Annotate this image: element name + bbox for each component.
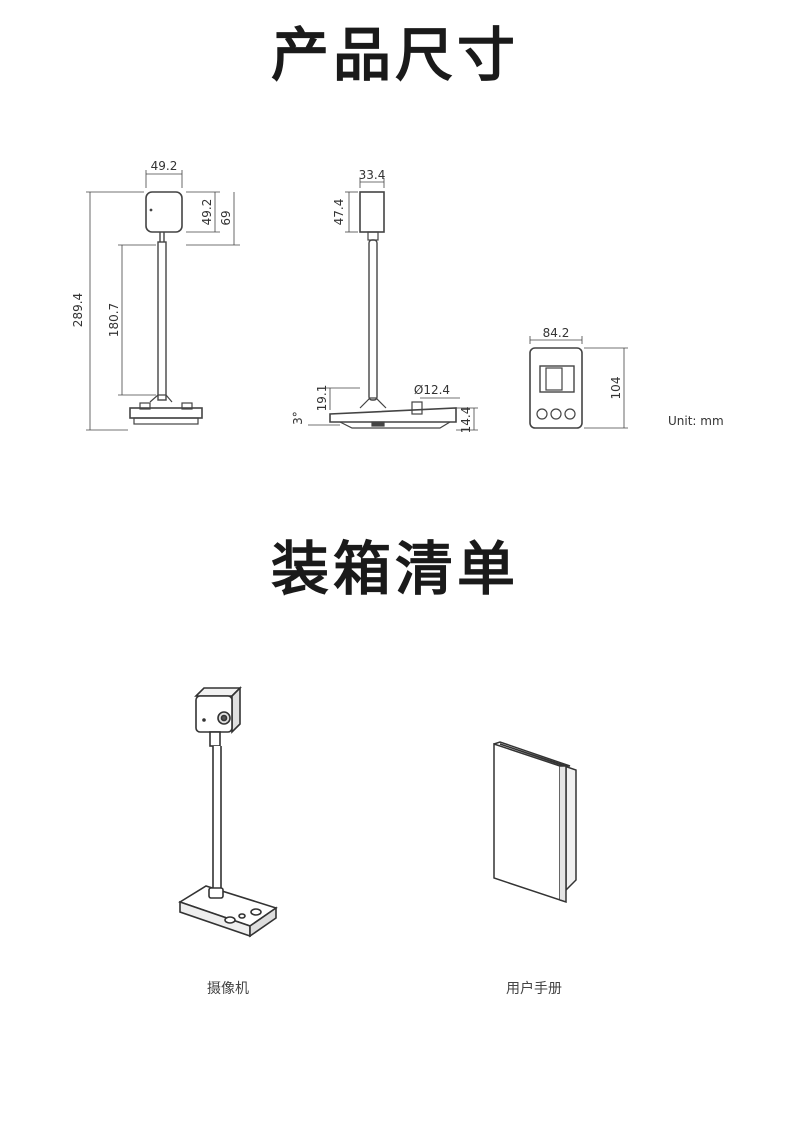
dim-front-total-height: 289.4: [71, 293, 85, 327]
dim-side-height: 47.4: [332, 199, 346, 226]
package-heading: 装箱清单: [270, 535, 519, 603]
base-view-drawing: [529, 336, 628, 429]
dim-side-width: 33.4: [359, 168, 386, 182]
dim-front-width: 49.2: [151, 159, 178, 173]
dim-front-pole-height: 180.7: [107, 303, 121, 337]
dim-side-angle: 3°: [291, 411, 305, 425]
dim-side-base-thickness: 14.4: [459, 407, 473, 434]
dim-front-head-total: 69: [219, 210, 233, 225]
dimension-drawings: 49.2 49.2 69 289.4 180.7 33.4 47.4 19.1 …: [71, 159, 628, 434]
dim-side-pole-diameter: Ø12.4: [414, 383, 450, 397]
dim-side-base-height: 19.1: [315, 385, 329, 412]
manual-illustration: [493, 741, 577, 904]
dimensions-heading: 产品尺寸: [270, 21, 519, 89]
side-view-drawing: [308, 178, 478, 431]
camera-illustration: [178, 686, 278, 938]
package-item-camera-label: 摄像机: [207, 981, 249, 997]
package-item-manual-label: 用户手册: [506, 981, 562, 997]
unit-label: Unit: mm: [668, 414, 724, 428]
dim-base-depth: 104: [609, 377, 623, 400]
dim-base-width: 84.2: [543, 326, 570, 340]
dim-front-head-height: 49.2: [200, 199, 214, 226]
front-view-drawing: [86, 170, 240, 431]
